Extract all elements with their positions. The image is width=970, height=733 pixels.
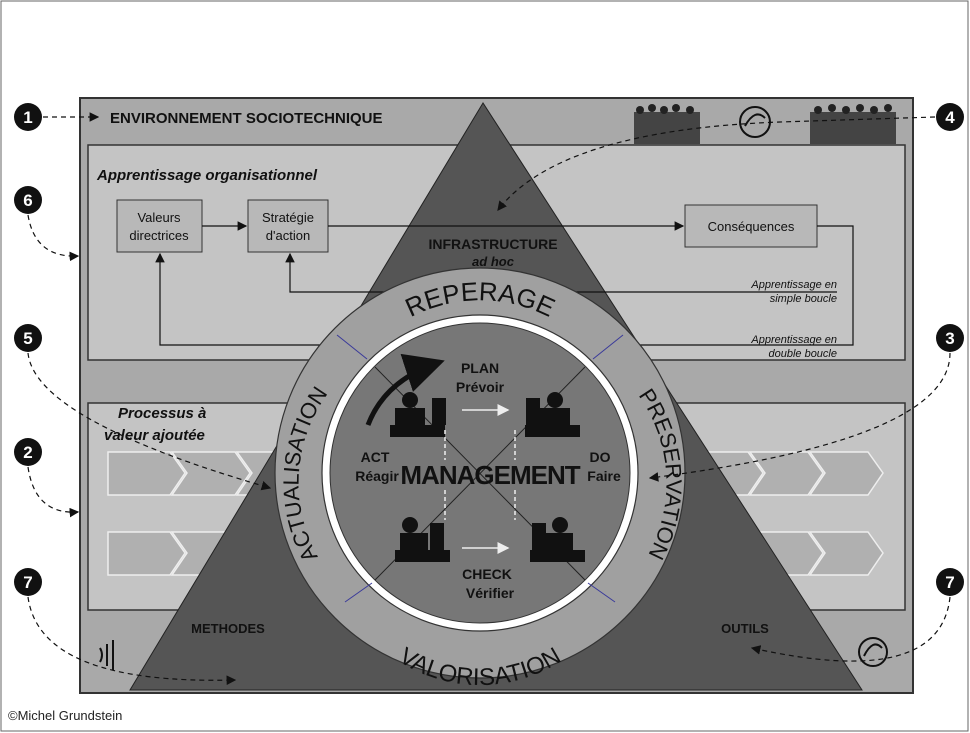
values-line1: Valeurs [137, 210, 181, 225]
svg-text:7: 7 [945, 573, 954, 592]
svg-text:5: 5 [23, 329, 32, 348]
sound-icon [99, 640, 114, 670]
svg-text:1: 1 [23, 108, 32, 127]
people-icon [810, 104, 896, 144]
cycle-arrow-icon [365, 353, 445, 426]
meeting-person-icon [525, 392, 580, 437]
strategy-line1: Stratégie [262, 210, 314, 225]
marker-6: 6 [14, 186, 42, 214]
act-label: ACT [361, 449, 390, 465]
simple-loop-arrow [285, 252, 837, 293]
plan-fr-label: Prévoir [456, 379, 505, 395]
values-line2: directrices [129, 228, 189, 243]
consequences-label: Conséquences [708, 219, 795, 234]
process-title-line2: valeur ajoutée [104, 427, 205, 444]
marker-connectors [27, 112, 951, 686]
marker-1: 1 [14, 103, 42, 131]
copyright-text: ©Michel Grundstein [8, 708, 123, 723]
consequences-box [684, 204, 818, 248]
infra-line2: ad hoc [472, 254, 515, 269]
pdca-arrows [444, 404, 516, 554]
simple-loop-line2: simple boucle [770, 293, 837, 305]
process-title-line1: Processus à [118, 405, 206, 422]
marker-3: 3 [936, 324, 964, 352]
meeting-person-icon [390, 392, 446, 437]
double-loop-line1: Apprentissage en [750, 334, 837, 346]
do-label: DO [590, 449, 611, 465]
strategy-line2: d'action [266, 228, 310, 243]
double-loop-line2: double boucle [768, 348, 837, 360]
do-fr-label: Faire [587, 468, 621, 484]
marker-7-right: 7 [936, 568, 964, 596]
marker-7-left: 7 [14, 568, 42, 596]
methodes-label: METHODES [191, 621, 265, 636]
outils-label: OUTILS [721, 621, 769, 636]
exchange-icon [858, 637, 888, 667]
svg-text:3: 3 [945, 329, 954, 348]
people-icon [634, 104, 700, 144]
simple-loop-line1: Apprentissage en [750, 279, 837, 291]
marker-2: 2 [14, 438, 42, 466]
learning-title: Apprentissage organisationnel [96, 167, 318, 184]
plan-label: PLAN [461, 360, 499, 376]
check-label: CHECK [462, 566, 512, 582]
management-label: MANAGEMENT [400, 460, 580, 490]
meeting-person-icon [530, 517, 585, 562]
marker-4: 4 [936, 103, 964, 131]
infra-line1: INFRASTRUCTURE [428, 236, 557, 252]
act-fr-label: Réagir [355, 468, 399, 484]
svg-text:4: 4 [945, 108, 955, 127]
double-loop-arrow [155, 225, 854, 346]
meeting-person-icon [395, 517, 450, 562]
check-fr-label: Vérifier [466, 585, 515, 601]
ring-separators [336, 334, 624, 603]
marker-5: 5 [14, 324, 42, 352]
svg-text:2: 2 [23, 443, 32, 462]
strategy-box [247, 199, 329, 253]
values-box [116, 199, 203, 253]
svg-text:6: 6 [23, 191, 32, 210]
svg-text:7: 7 [23, 573, 32, 592]
environment-title: ENVIRONNEMENT SOCIOTECHNIQUE [110, 110, 383, 127]
